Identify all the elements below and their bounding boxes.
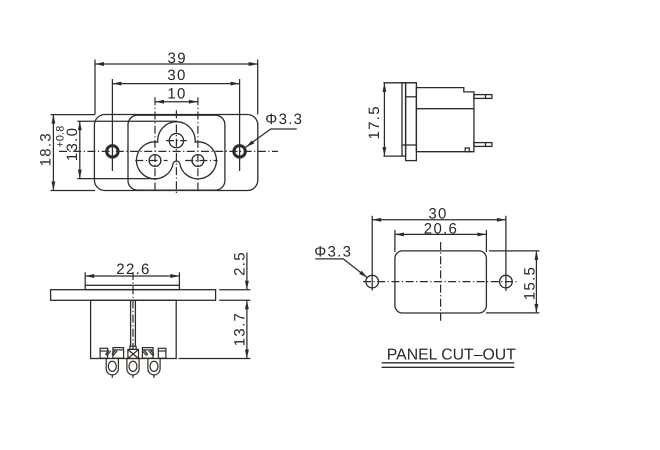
svg-text:2.5: 2.5 — [231, 251, 248, 276]
svg-text:10: 10 — [167, 86, 186, 103]
svg-text:13.7: 13.7 — [231, 312, 248, 346]
svg-text:18.3: 18.3 — [38, 132, 55, 166]
svg-text:15.5: 15.5 — [521, 266, 538, 300]
svg-text:Φ3.3: Φ3.3 — [265, 111, 303, 128]
svg-text:+0.8: +0.8 — [54, 126, 66, 148]
svg-text:22.6: 22.6 — [116, 261, 150, 278]
svg-text:17.5: 17.5 — [366, 105, 383, 139]
svg-text:39: 39 — [168, 50, 187, 67]
svg-text:30: 30 — [428, 206, 447, 223]
svg-text:PANEL CUT–OUT: PANEL CUT–OUT — [387, 347, 516, 364]
svg-text:20.6: 20.6 — [424, 221, 458, 238]
svg-text:Φ3.3: Φ3.3 — [314, 244, 352, 261]
svg-text:13.0: 13.0 — [64, 127, 81, 161]
svg-text:30: 30 — [167, 67, 186, 84]
